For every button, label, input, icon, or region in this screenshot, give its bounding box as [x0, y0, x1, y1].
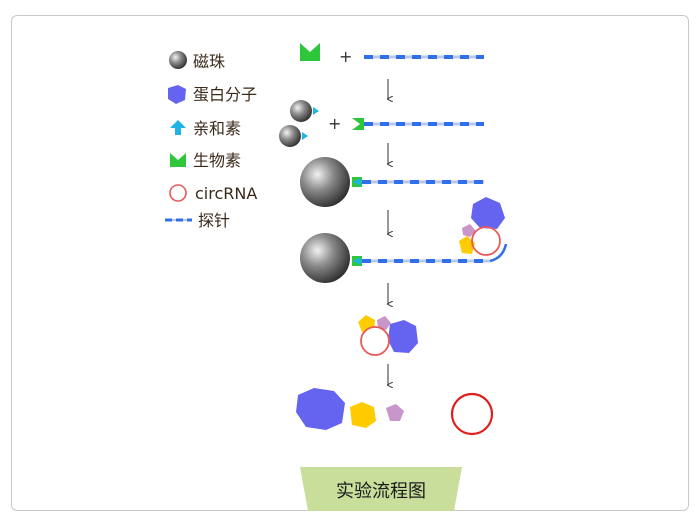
circrna-icon [360, 326, 390, 356]
protein-molecule-icon [168, 85, 186, 104]
pink-protein [386, 404, 404, 421]
magnetic-bead-icon [300, 157, 350, 207]
yellow-protein [350, 402, 376, 428]
legend-label-probe: 探针 [198, 211, 230, 230]
plus-sign: + [339, 47, 352, 66]
step-2: + [279, 100, 484, 147]
legend-label-circrna: circRNA [195, 184, 257, 203]
legend-label-biotin: 生物素 [193, 151, 241, 170]
legend: 磁珠 蛋白分子 亲和素 生物素 circRNA 探针 [165, 51, 257, 230]
step-1: + [300, 43, 484, 66]
caption-tab [300, 467, 462, 511]
protein-molecule-icon [296, 388, 345, 430]
biotin-icon [352, 118, 364, 130]
biotin-icon [170, 153, 186, 167]
magnetic-bead-icon [279, 125, 301, 147]
circrna-icon [169, 184, 187, 202]
step-6 [296, 388, 494, 436]
pink-protein [377, 316, 391, 330]
step-5 [358, 315, 418, 356]
magnetic-bead-icon [300, 233, 350, 283]
protein-molecule-icon [388, 320, 418, 353]
yellow-protein [459, 236, 475, 254]
magnetic-bead-icon [290, 100, 312, 122]
avidin-icon [170, 120, 186, 135]
circrna-icon [450, 392, 494, 436]
avidin-icon [313, 107, 319, 115]
magnetic-bead-icon [169, 51, 187, 69]
legend-label-protein: 蛋白分子 [193, 85, 257, 104]
probe [362, 243, 508, 263]
protein-molecule-icon [471, 197, 505, 229]
pink-protein [462, 224, 476, 237]
diagram-frame [11, 15, 689, 511]
circrna-icon [471, 226, 501, 256]
legend-label-bead: 磁珠 [193, 52, 225, 71]
step-4 [300, 197, 508, 283]
avidin-icon [302, 132, 308, 140]
biotin-icon [300, 43, 320, 61]
step-3 [300, 157, 484, 207]
legend-label-avidin: 亲和素 [193, 119, 241, 138]
diagram-caption: 实验流程图 [336, 481, 426, 502]
plus-sign: + [328, 114, 341, 133]
